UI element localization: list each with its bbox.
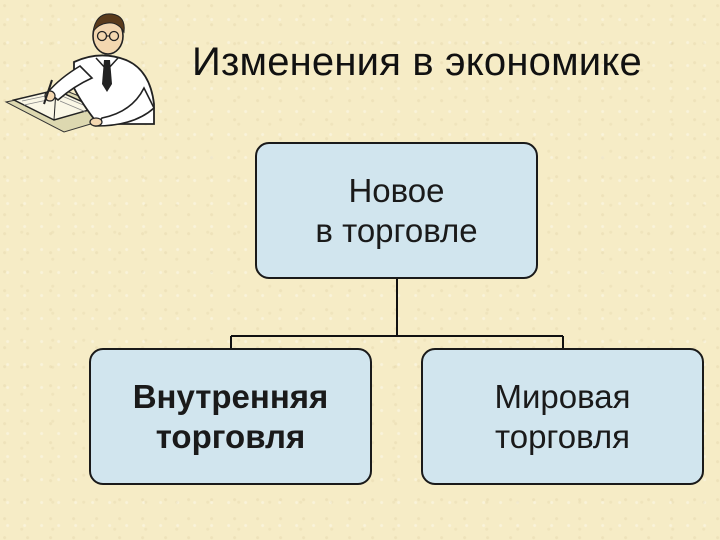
diagram-node-root-label: Новое в торговле [315, 171, 478, 249]
diagram-node-root: Новое в торговле [255, 142, 538, 279]
diagram-node-world-trade: Мировая торговля [421, 348, 704, 485]
slide-title: Изменения в экономике [192, 40, 642, 84]
scientist-writing-icon [4, 13, 155, 133]
diagram-node-domestic-trade-label: Внутренняя торговля [132, 377, 329, 455]
diagram-node-world-trade-label: Мировая торговля [494, 377, 631, 455]
diagram-node-domestic-trade: Внутренняя торговля [89, 348, 372, 485]
